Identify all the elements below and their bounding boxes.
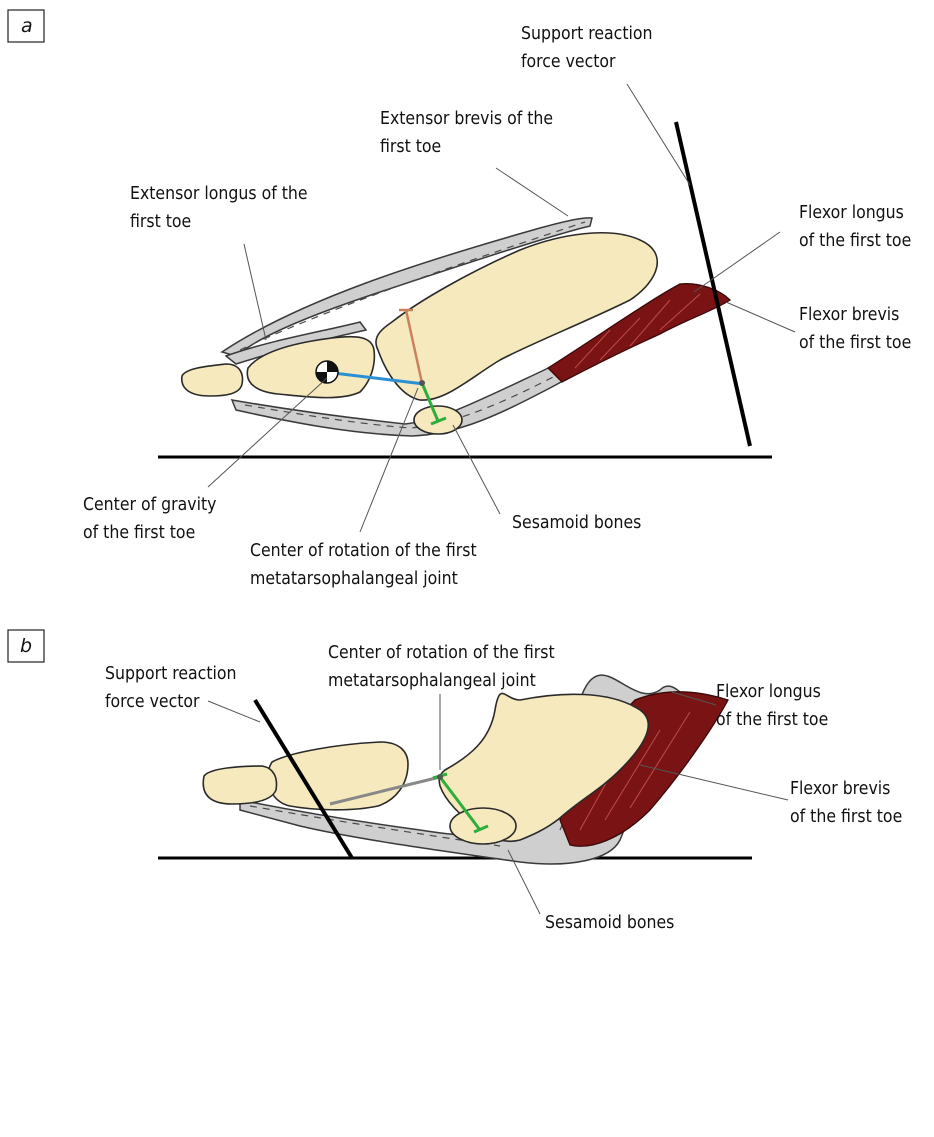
panel-a-label-ext-brevis-2: first toe [380,137,441,157]
panel-a-label-cog-1: Center of gravity [83,495,216,515]
panel-a-label-ext-brevis-1: Extensor brevis of the [380,109,553,129]
panel-a-leader-flexor-brevis [726,302,795,332]
panel-b-sesamoid-bone [450,808,516,844]
panel-a-tag: a [21,15,33,37]
panel-a-label-flex-brevis-1: Flexor brevis [799,305,899,325]
panel-b-distal-phalanx [203,766,276,804]
panel-a-label-support-force-2: force vector [521,52,616,72]
panel-b-tag: b [20,635,32,657]
panel-b-leader-support-force [208,701,260,722]
panel-a-label-sesamoid: Sesamoid bones [512,513,641,533]
panel-a-distal-phalanx [182,364,243,396]
panel-b-label-flex-brevis-2: of the first toe [790,807,902,827]
panel-a-label-cor-1: Center of rotation of the first [250,541,477,561]
panel-a-leader-cor [360,388,418,532]
panel-a-leader-extensor-brevis [496,168,568,216]
panel-a-label-ext-longus-2: first toe [130,212,191,232]
panel-a-label-flex-longus-1: Flexor longus [799,203,904,223]
panel-a-label-ext-longus-1: Extensor longus of the [130,184,308,204]
panel-a-label-cog-2: of the first toe [83,523,195,543]
panel-a-label-flex-brevis-2: of the first toe [799,333,911,353]
panel-b-rotation-center-dot [437,774,443,780]
panel-b-label-flex-brevis-1: Flexor brevis [790,779,890,799]
panel-a-center-of-gravity-icon [316,361,338,383]
panel-a-label-cor-2: metatarsophalangeal joint [250,569,458,589]
panel-a-rotation-center-dot [419,380,425,386]
panel-a-label-support-force-1: Support reaction [521,24,652,44]
panel-a: a [8,10,911,589]
panel-a-label-flex-longus-2: of the first toe [799,231,911,251]
panel-b-label-support-force-2: force vector [105,692,200,712]
panel-b-label-cor-2: metatarsophalangeal joint [328,671,536,691]
panel-b-label-sesamoid: Sesamoid bones [545,913,674,933]
panel-a-leader-extensor-longus [244,244,266,340]
panel-b: b Support reaction force vect [8,630,902,933]
panel-a-leader-sesamoid [453,425,500,514]
panel-b-label-flex-longus-1: Flexor longus [716,682,821,702]
panel-b-label-cor-1: Center of rotation of the first [328,643,555,663]
panel-b-label-support-force-1: Support reaction [105,664,236,684]
panel-a-metatarsal-bone [376,233,657,400]
panel-b-label-flex-longus-2: of the first toe [716,710,828,730]
